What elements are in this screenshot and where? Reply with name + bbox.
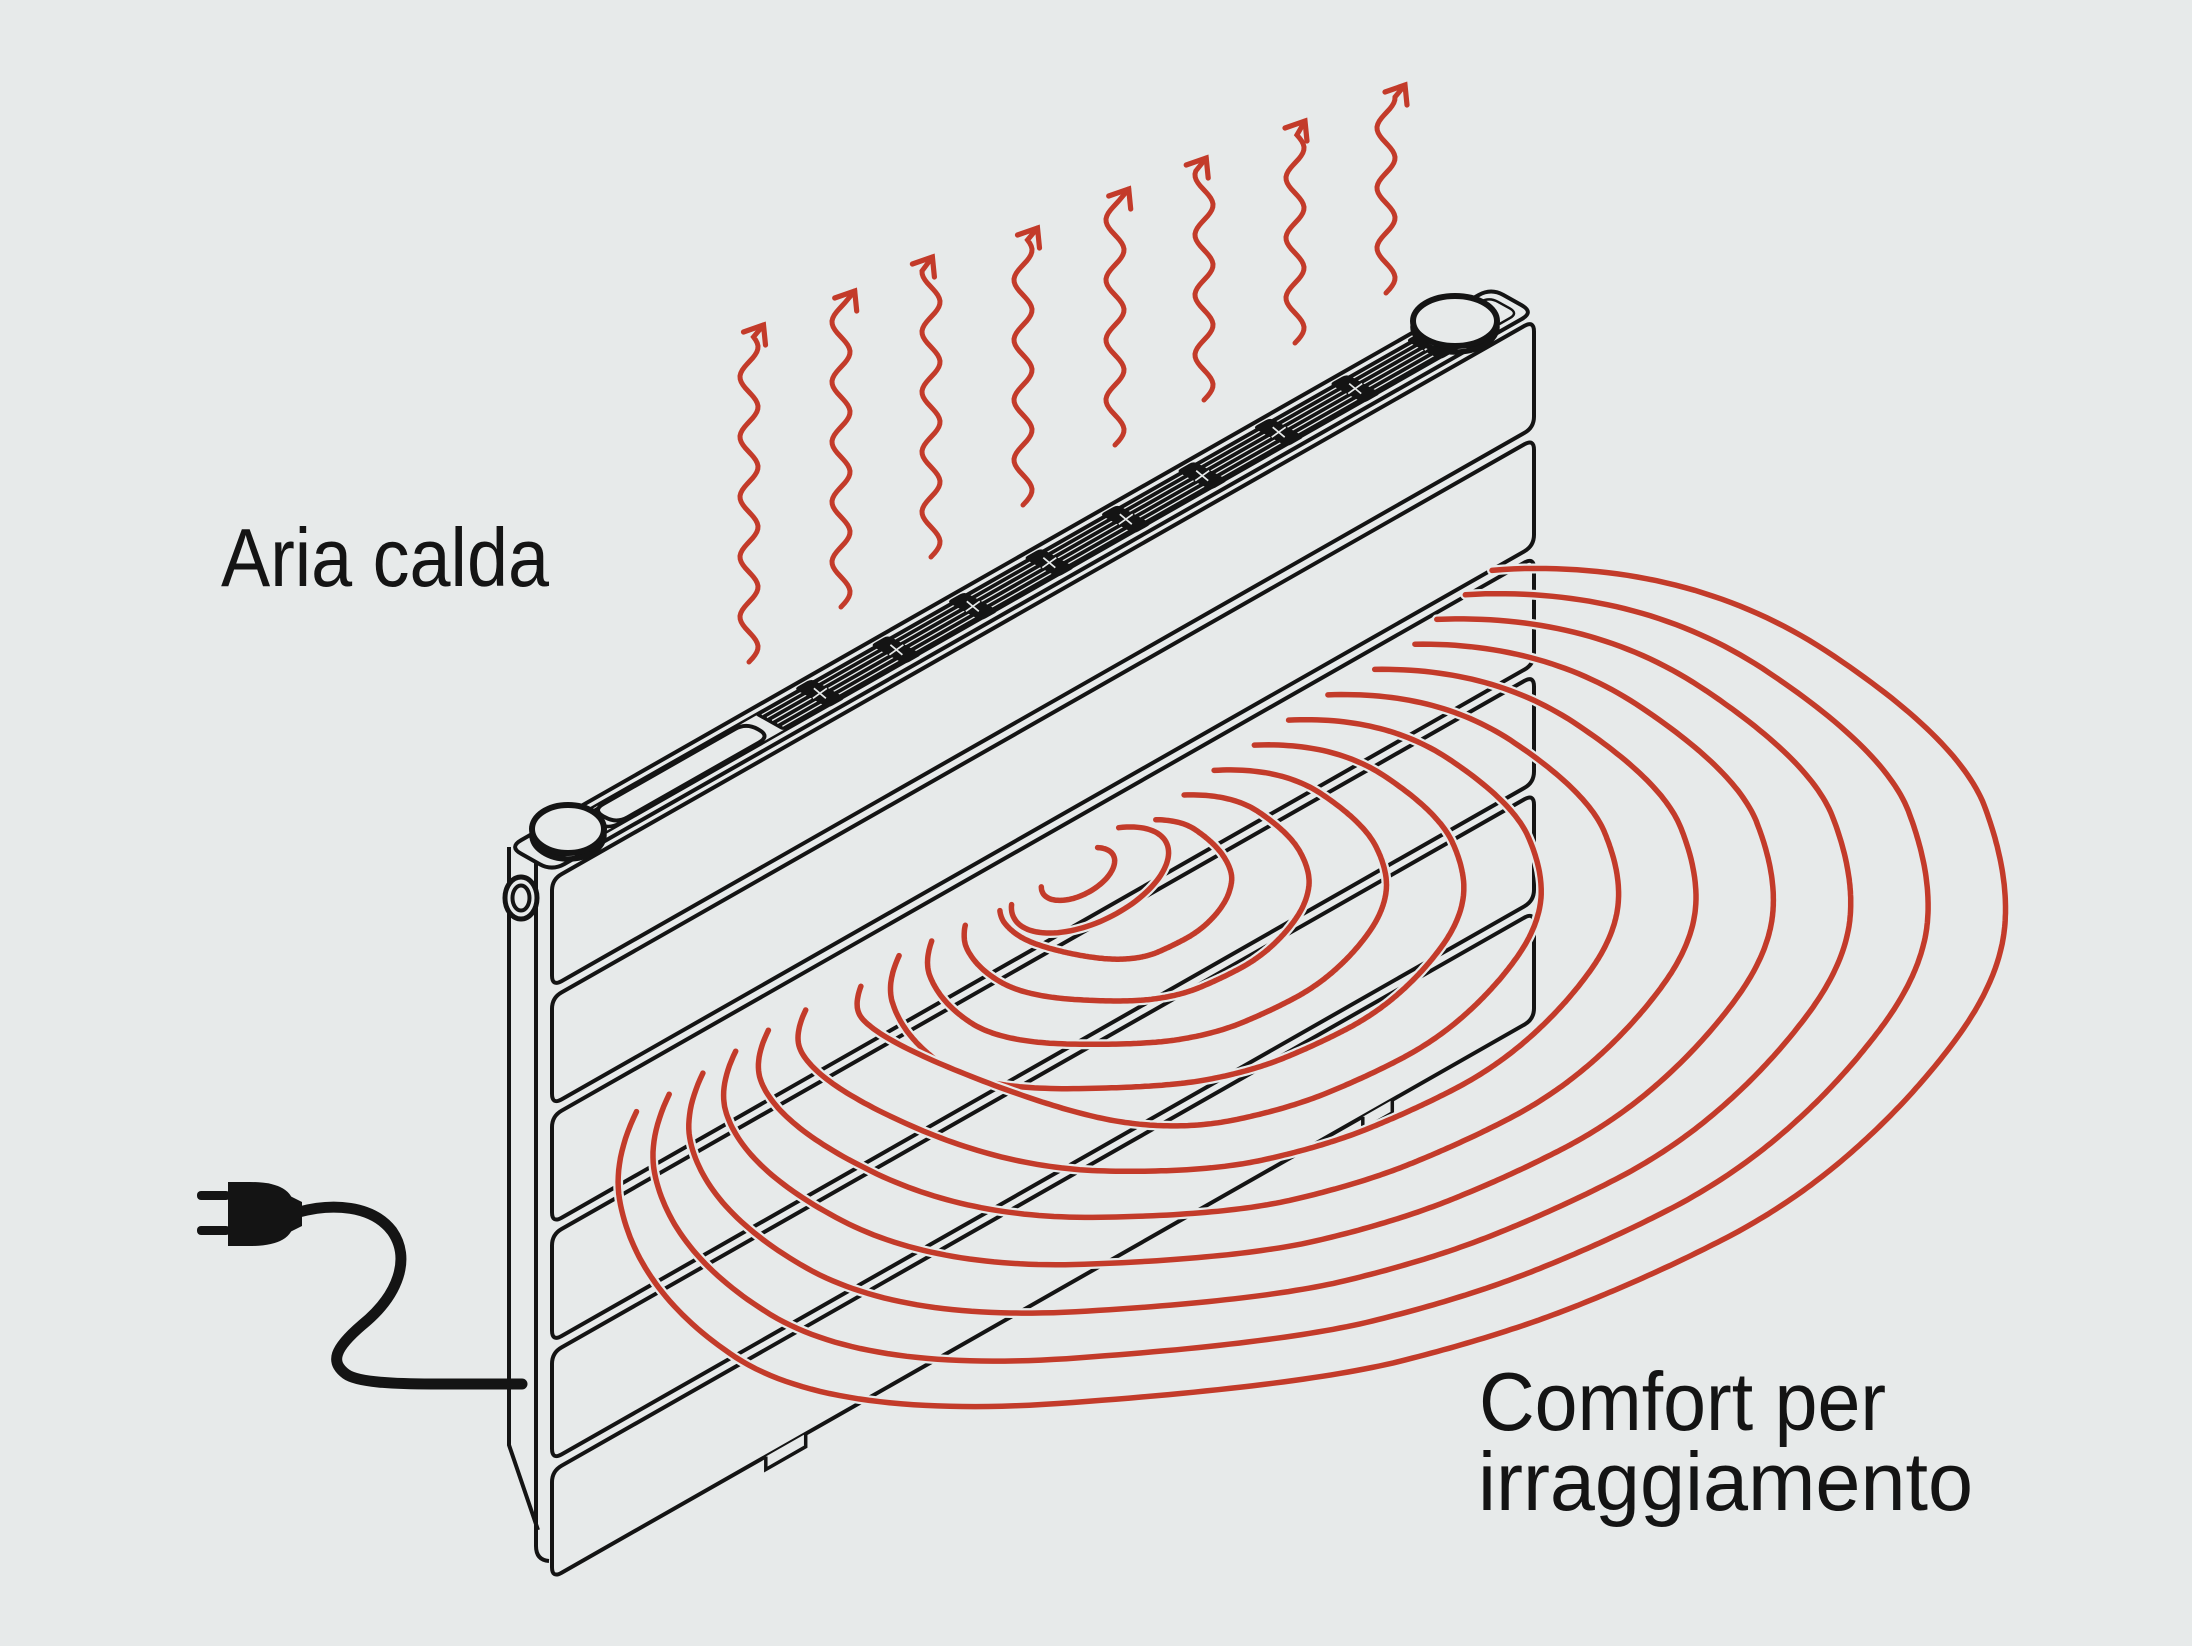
svg-text:Comfort per: Comfort per	[1479, 1355, 1886, 1448]
svg-text:Aria calda: Aria calda	[221, 511, 550, 604]
svg-text:irraggiamento: irraggiamento	[1478, 1435, 1973, 1528]
